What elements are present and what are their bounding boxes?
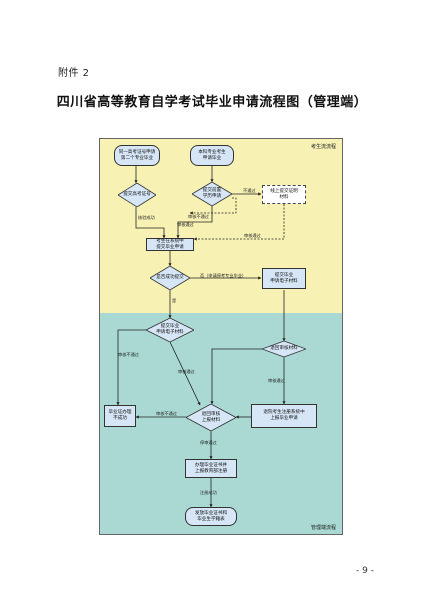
node-prev-degree-diamond: 提交前置 学历申请 — [192, 182, 232, 206]
node-exempt-check-diamond: 是否成功提交 — [150, 266, 190, 290]
edge-prev-to-submit — [176, 206, 213, 239]
label-review-not-passed-a: 审核不通过 — [188, 214, 209, 219]
edge-prev-not-passed-return — [189, 197, 237, 215]
node-apply-second-major: 同一高考证号申请 第二个专业毕业 — [114, 145, 160, 166]
attachment-label: 附件 2 — [58, 68, 90, 79]
label-not-passed-1: 不通过 — [243, 188, 256, 193]
label-review-not-passed-c: 审核不通过 — [156, 411, 177, 416]
node-verify-check-diamond: 退回审核 上报材料 — [186, 404, 236, 431]
examinee-zone-label: 考生流流程 — [310, 144, 336, 150]
node-submit-application: 考生在系统中 提交毕业申请 — [146, 238, 194, 251]
node-issue-certificate: 办理毕业证书并 上报教育部注册 — [185, 459, 237, 478]
edge-review-to-verify — [210, 348, 264, 405]
page-number: - 9 - — [356, 566, 374, 576]
label-review-passed-d: 审核通过 — [268, 378, 285, 383]
node-merge-check-diamond: 提交高考证号 — [118, 183, 156, 207]
node-review-materials-diamond: 退回审核材料 — [262, 341, 306, 357]
node-report-school: 退院考生注册系统中 上报毕业申请 — [251, 404, 317, 428]
label-review-not-passed-b: 审核不通过 — [118, 352, 139, 357]
label-merge-success: 核验成功 — [138, 215, 155, 220]
edge-merge-to-submit — [135, 207, 166, 239]
page-title: 四川省高等教育自学考试毕业申请流程图（管理端） — [56, 95, 368, 110]
label-review-passed-c: 审核通过 — [178, 369, 195, 374]
label-review-passed-b: 审核通过 — [244, 233, 261, 238]
label-register-success: 注册成功 — [200, 490, 217, 495]
node-undergrad-apply: 本科专业考生 申请毕业 — [190, 145, 234, 166]
node-submit-materials: 提交毕业 申请电子材料 — [262, 268, 306, 289]
node-upload-materials: 线上提交证明 材料 — [262, 185, 306, 204]
label-yes: 是 — [172, 298, 177, 303]
edge-upload-to-submit — [193, 204, 285, 241]
node-final-distribute: 发放毕业证书和 毕业生学籍表 — [185, 507, 237, 526]
management-zone-label: 管理端流程 — [310, 525, 336, 531]
label-review-passed-a: 审核通过 — [177, 222, 194, 227]
node-graduate-fail: 毕业证办理 不成功 — [104, 405, 136, 427]
label-no-apply: 否（申请停考专业毕业） — [200, 273, 247, 278]
edge-accept-to-fail — [116, 329, 150, 406]
node-accept-check-diamond: 提交毕业 申请电子材料 — [146, 318, 194, 342]
label-cert-passed: 停审通过 — [200, 440, 217, 445]
edge-accept-to-verify — [169, 341, 201, 406]
